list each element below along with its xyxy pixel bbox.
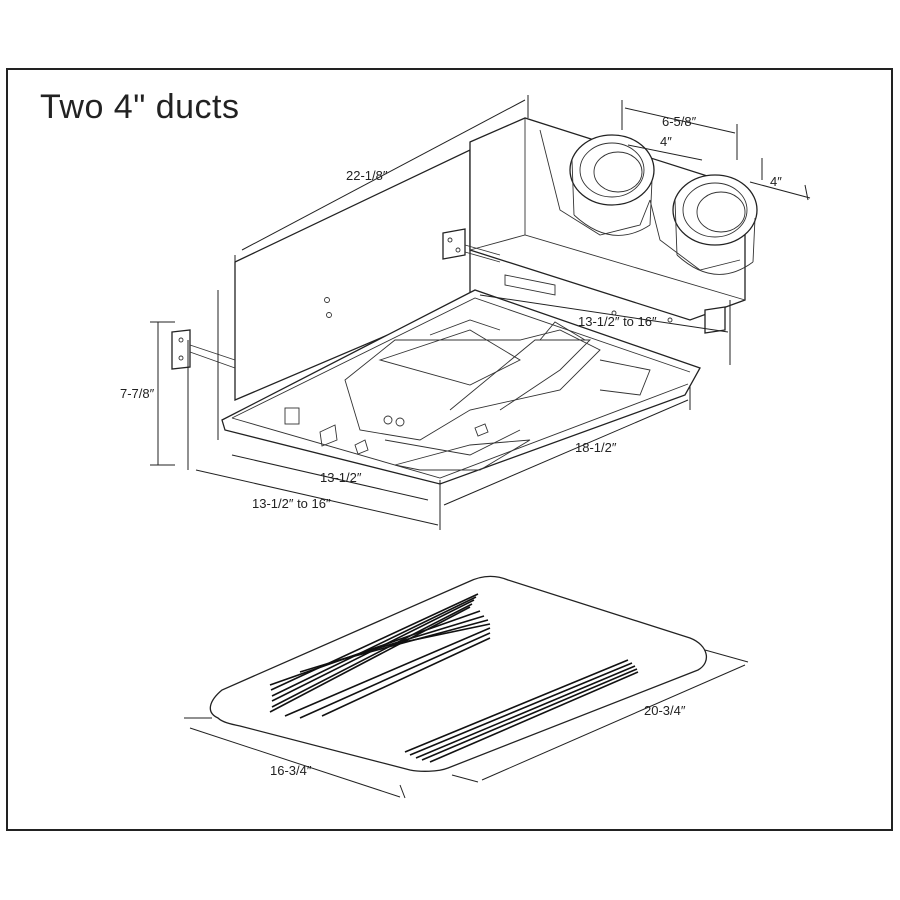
- dim-duct-diameter-right: 4″: [770, 174, 782, 189]
- dim-duct-diameter-top: 4″: [660, 134, 672, 149]
- dim-duct-spacing: 6-5/8″: [662, 114, 697, 129]
- dim-housing-length: 18-1/2″: [575, 440, 617, 455]
- duct-collar-left: [569, 134, 655, 206]
- grille-plate: [209, 575, 708, 772]
- grille-cover: [209, 575, 708, 772]
- dimension-lines-lower: [184, 649, 749, 799]
- dim-joist-span-left: 13-1/2″ to 16″: [252, 496, 331, 511]
- grille-vents-right: [404, 659, 639, 763]
- housing-tray: [221, 289, 701, 485]
- dim-overall-length: 22-1/8″: [346, 168, 388, 183]
- grille-vents-left: [269, 593, 491, 719]
- dim-height: 7-7/8″: [120, 386, 155, 401]
- dim-joist-span-right: 13-1/2″ to 16″: [578, 314, 657, 329]
- fan-housing: [171, 117, 746, 485]
- top-mounting-bracket: [442, 228, 466, 260]
- duct-collars: [569, 134, 758, 275]
- diagram-title: Two 4" ducts: [40, 88, 240, 126]
- dim-grille-width: 16-3/4″: [270, 763, 312, 778]
- dim-grille-length: 20-3/4″: [644, 703, 686, 718]
- duct-collar-right: [672, 174, 758, 246]
- right-mounting-bracket: [704, 306, 726, 334]
- dimension-lines-upper: [150, 95, 811, 530]
- left-mounting-bracket: [171, 329, 191, 370]
- dim-housing-width: 13-1/2″: [320, 470, 362, 485]
